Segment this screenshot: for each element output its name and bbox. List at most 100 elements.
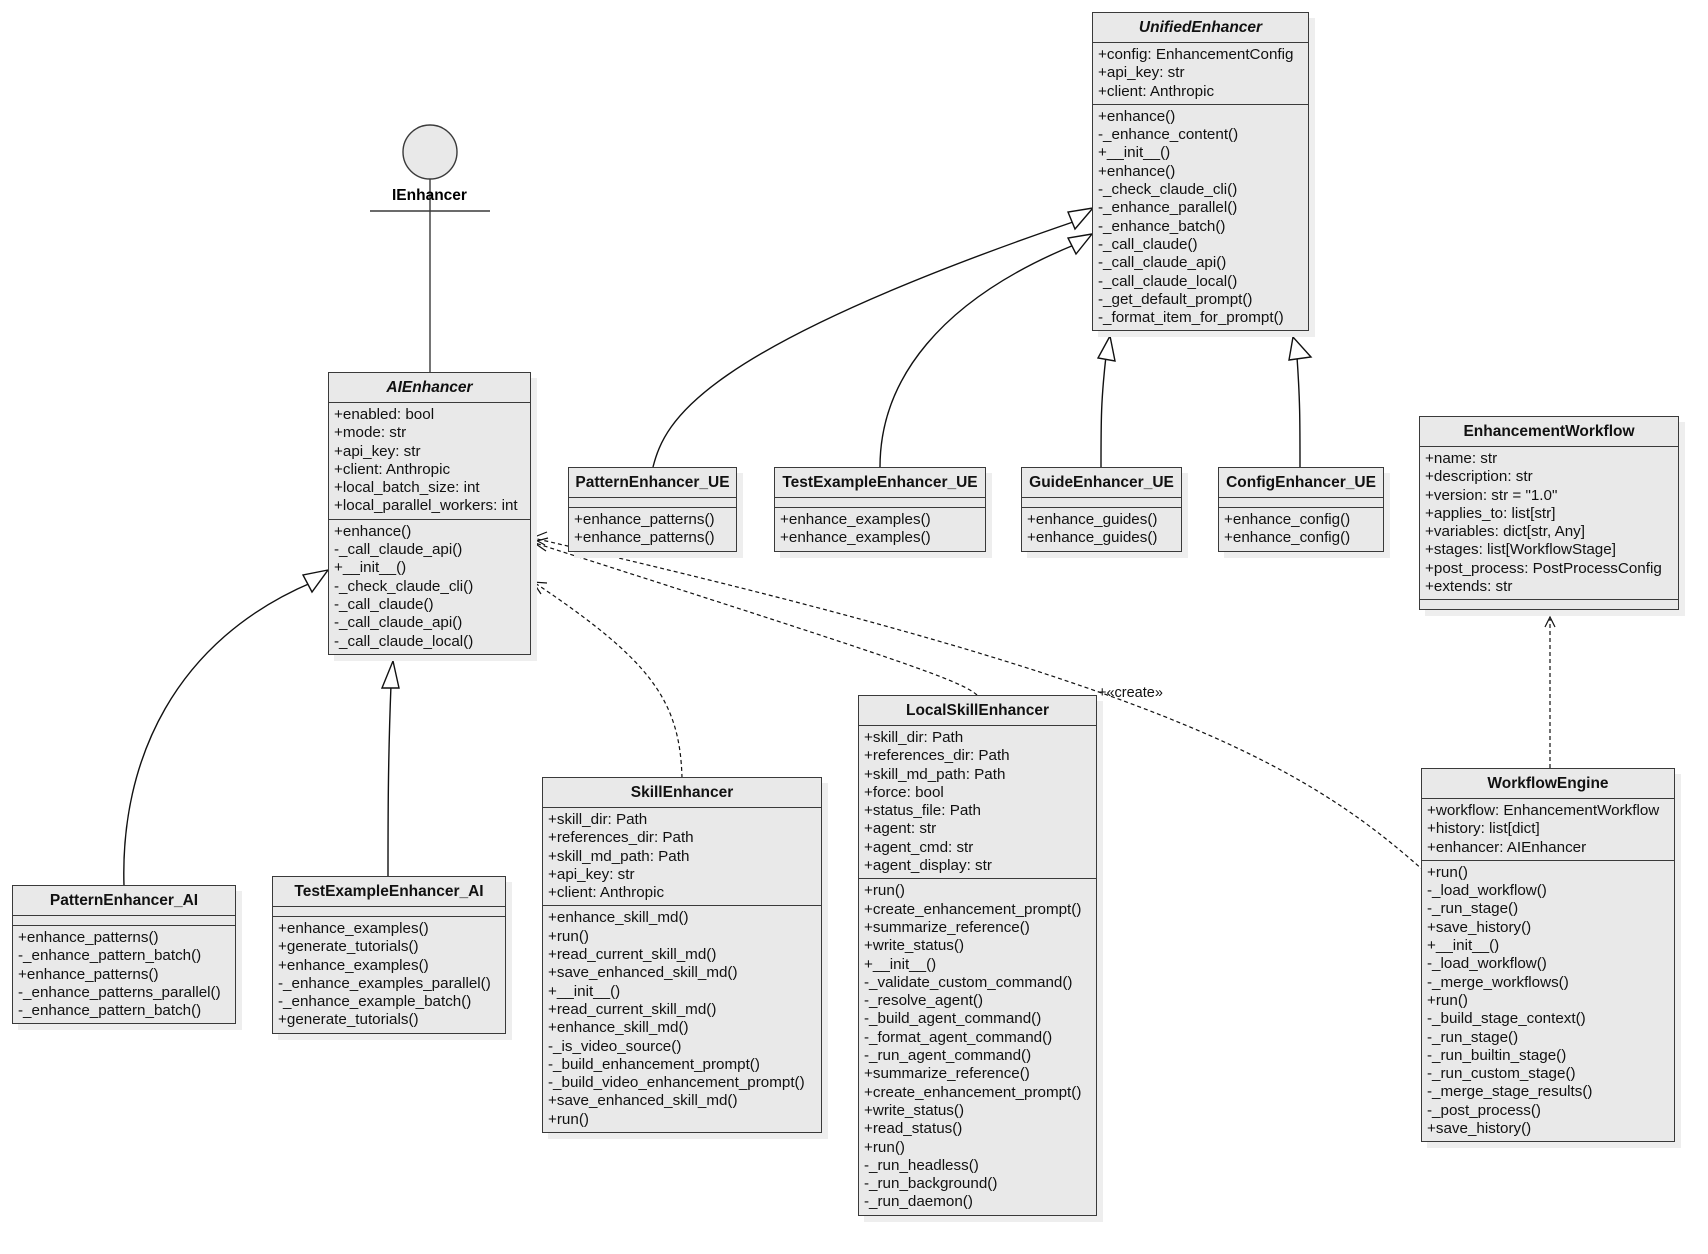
methods: +enhance_guides()+enhance_guides() — [1022, 507, 1181, 551]
method-item: +__init__() — [864, 955, 937, 973]
class-unified-enhancer[interactable]: UnifiedEnhancer +config: EnhancementConf… — [1092, 12, 1309, 332]
attribute-item: +version: str = "1.0" — [1425, 486, 1558, 504]
class-name: LocalSkillEnhancer — [859, 696, 1096, 726]
method-item: -_format_agent_command() — [864, 1028, 1053, 1046]
method-item: +enhance_guides() — [1027, 529, 1158, 547]
method-item: +enhance_config() — [1224, 511, 1351, 528]
attribute-item: +agent: str — [864, 820, 937, 838]
attribute-item: +api_key: str — [334, 442, 421, 460]
method-item: +enhance_guides() — [1027, 511, 1158, 528]
class-name: WorkflowEngine — [1422, 769, 1674, 799]
method-item: +enhance_examples() — [780, 529, 931, 547]
edge-test-ai-to-ai — [387, 684, 392, 877]
class-skill-enhancer[interactable]: SkillEnhancer +skill_dir: Path+reference… — [542, 777, 822, 1134]
method-item: +enhance_patterns() — [574, 529, 715, 547]
method-item: -_load_workflow() — [1427, 955, 1547, 973]
class-enhancement-workflow[interactable]: EnhancementWorkflow +name: str+descripti… — [1419, 416, 1679, 611]
method-item: +run() — [1427, 991, 1468, 1009]
method-item: -_load_workflow() — [1427, 882, 1547, 900]
method-item: -_merge_workflows() — [1427, 973, 1569, 991]
attribute-item: +local_parallel_workers: int — [334, 497, 518, 515]
method-item: -_call_claude_local() — [334, 632, 474, 650]
edge-pattern-ai-to-ai — [123, 581, 314, 887]
method-item: +read_status() — [864, 1120, 963, 1138]
method-item: +summarize_reference() — [864, 1065, 1030, 1083]
methods: +run()+create_enhancement_prompt()+summa… — [859, 878, 1096, 1214]
method-item: -_check_claude_cli() — [1098, 181, 1238, 199]
attribute-item: +enabled: bool — [334, 406, 435, 423]
method-item: -_check_claude_cli() — [334, 577, 474, 595]
method-item: -_enhance_batch() — [1098, 217, 1226, 235]
methods: +enhance_patterns()+enhance_patterns() — [569, 507, 736, 551]
attribute-item: +skill_md_path: Path — [864, 765, 1006, 783]
methods: +enhance_examples()+generate_tutorials()… — [273, 916, 505, 1033]
class-ai-enhancer[interactable]: AIEnhancer +enabled: bool+mode: str+api_… — [328, 372, 531, 655]
method-item: +save_history() — [1427, 918, 1532, 936]
method-item: +read_current_skill_md() — [548, 946, 717, 964]
methods: +enhance_patterns()-_enhance_pattern_bat… — [13, 925, 235, 1023]
create-stereotype-label: +«create» — [1098, 685, 1163, 701]
arrowhead-test-ue — [1066, 233, 1094, 256]
method-item: -_validate_custom_command() — [864, 973, 1073, 991]
method-item: -_call_claude() — [1098, 235, 1198, 253]
method-item: +save_history() — [1427, 1120, 1532, 1138]
method-item: -_run_custom_stage() — [1427, 1065, 1576, 1083]
method-item: +__init__() — [1427, 937, 1500, 955]
method-item: -_enhance_patterns_parallel() — [18, 983, 221, 1001]
method-item: +enhance() — [334, 522, 412, 540]
arrowhead-guide-ue — [1096, 333, 1116, 362]
attribute-item: +workflow: EnhancementWorkflow — [1427, 802, 1660, 819]
attribute-item: +agent_cmd: str — [864, 838, 974, 856]
method-item: +run() — [864, 1138, 905, 1156]
method-item: -_is_video_source() — [548, 1037, 682, 1055]
attribute-item: +client: Anthropic — [1098, 82, 1215, 100]
attribute-item: +skill_dir: Path — [548, 811, 648, 828]
class-test-example-enhancer-ue[interactable]: TestExampleEnhancer_UE +enhance_examples… — [774, 467, 986, 552]
method-item: +enhance_examples() — [780, 511, 931, 528]
method-item: +enhance_skill_md() — [548, 909, 689, 927]
methods: +run()-_load_workflow()-_run_stage()+sav… — [1422, 859, 1674, 1141]
method-item: +generate_tutorials() — [278, 938, 419, 956]
attributes — [1219, 498, 1383, 507]
method-item: -_build_agent_command() — [864, 1010, 1042, 1028]
method-item: -_run_background() — [864, 1175, 998, 1193]
arrowhead-config-ue — [1288, 335, 1313, 361]
edge-skill-to-ai — [534, 582, 683, 779]
method-item: -_enhance_parallel() — [1098, 199, 1238, 217]
methods: +enhance()-_enhance_content()+__init__()… — [1093, 103, 1308, 331]
method-item: -_build_enhancement_prompt() — [548, 1055, 760, 1073]
attributes: +config: EnhancementConfig+api_key: str+… — [1093, 43, 1308, 104]
class-test-example-enhancer-ai[interactable]: TestExampleEnhancer_AI +enhance_examples… — [272, 876, 506, 1034]
class-name: TestExampleEnhancer_UE — [775, 468, 985, 498]
attribute-item: +client: Anthropic — [334, 460, 451, 478]
arrowhead-skill-dep — [531, 581, 548, 595]
class-name: UnifiedEnhancer — [1093, 13, 1308, 43]
method-item: +run() — [864, 882, 905, 900]
class-local-skill-enhancer[interactable]: LocalSkillEnhancer +skill_dir: Path+refe… — [858, 695, 1097, 1216]
attribute-item: +post_process: PostProcessConfig — [1425, 559, 1662, 577]
method-item: +run() — [548, 927, 589, 945]
class-pattern-enhancer-ai[interactable]: PatternEnhancer_AI +enhance_patterns()-_… — [12, 885, 236, 1025]
method-item: +run() — [1427, 863, 1468, 881]
interface-lollipop-circle — [402, 124, 458, 180]
method-item: +enhance_patterns() — [574, 511, 715, 528]
class-guide-enhancer-ue[interactable]: GuideEnhancer_UE +enhance_guides()+enhan… — [1021, 467, 1182, 552]
method-item: +generate_tutorials() — [278, 1011, 419, 1029]
attributes: +enabled: bool+mode: str+api_key: str+cl… — [329, 403, 530, 519]
attributes: +skill_dir: Path+references_dir: Path+sk… — [543, 808, 821, 905]
method-item: -_call_claude_api() — [334, 614, 463, 632]
method-item: -_call_claude_api() — [334, 541, 463, 559]
method-item: -_enhance_example_batch() — [278, 993, 472, 1011]
class-pattern-enhancer-ue[interactable]: PatternEnhancer_UE +enhance_patterns()+e… — [568, 467, 737, 552]
methods — [1420, 599, 1678, 609]
attribute-item: +config: EnhancementConfig — [1098, 46, 1294, 63]
method-item: +enhance_patterns() — [18, 929, 159, 946]
class-workflow-engine[interactable]: WorkflowEngine +workflow: EnhancementWor… — [1421, 768, 1675, 1143]
class-config-enhancer-ue[interactable]: ConfigEnhancer_UE +enhance_config()+enha… — [1218, 467, 1384, 552]
class-name: SkillEnhancer — [543, 778, 821, 808]
attribute-item: +skill_dir: Path — [864, 729, 964, 746]
method-item: -_call_claude_api() — [1098, 254, 1227, 272]
method-item: -_enhance_content() — [1098, 126, 1239, 144]
methods: +enhance_config()+enhance_config() — [1219, 507, 1383, 551]
class-name: EnhancementWorkflow — [1420, 417, 1678, 447]
